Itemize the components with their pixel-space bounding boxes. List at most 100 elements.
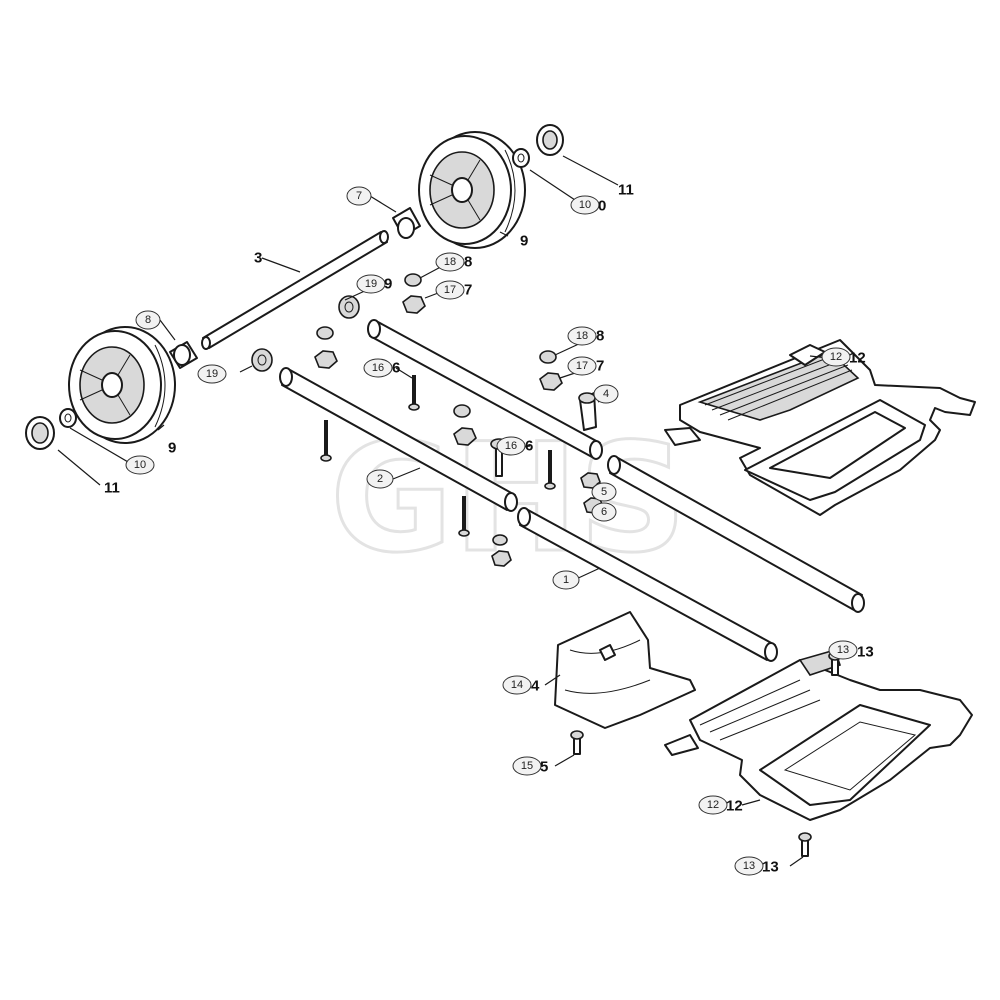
bushing-rear[interactable]: [392, 207, 421, 239]
base-plate[interactable]: [664, 649, 973, 821]
svg-text:0: 0: [598, 198, 606, 215]
tube-1[interactable]: [517, 507, 778, 662]
callout-17-upper[interactable]: 17 7: [435, 280, 472, 300]
callout-3[interactable]: 3: [254, 250, 262, 267]
callout-10-rear[interactable]: 10 0: [570, 195, 606, 215]
spacer-rear[interactable]: [338, 295, 360, 319]
callout-11-rear[interactable]: 11: [618, 182, 634, 199]
svg-text:19: 19: [206, 368, 218, 380]
axle[interactable]: [201, 230, 389, 350]
callout-9-rear[interactable]: 9: [520, 233, 528, 250]
callout-13-lower[interactable]: 13 13: [734, 856, 779, 876]
svg-text:2: 2: [377, 473, 383, 485]
hub-cap-rear[interactable]: [536, 124, 564, 156]
svg-text:8: 8: [145, 314, 151, 326]
svg-text:16: 16: [372, 362, 384, 374]
svg-text:18: 18: [576, 330, 588, 342]
callout-12-lower[interactable]: 12 12: [698, 795, 743, 815]
svg-text:12: 12: [830, 351, 842, 363]
svg-text:12: 12: [707, 799, 719, 811]
svg-text:11: 11: [618, 182, 634, 199]
callout-17-right[interactable]: 17 7: [567, 356, 604, 376]
callout-11-front[interactable]: 11: [104, 480, 120, 497]
callout-4[interactable]: 4: [593, 384, 619, 404]
svg-text:13: 13: [857, 644, 874, 661]
wheel-rear[interactable]: [418, 131, 526, 249]
svg-text:6: 6: [525, 438, 533, 455]
callout-18-right[interactable]: 18 8: [567, 326, 604, 346]
callout-5[interactable]: 5: [591, 482, 617, 502]
nut-right[interactable]: [539, 350, 563, 391]
svg-text:12: 12: [726, 798, 743, 815]
svg-text:5: 5: [601, 486, 607, 498]
callout-18-upper[interactable]: 18 8: [435, 252, 472, 272]
washer-rear[interactable]: [512, 148, 530, 168]
svg-text:11: 11: [104, 480, 120, 497]
tube-upper[interactable]: [367, 319, 603, 460]
svg-text:9: 9: [384, 276, 392, 293]
svg-text:4: 4: [531, 678, 540, 695]
tube-right[interactable]: [607, 455, 865, 613]
svg-text:15: 15: [521, 760, 533, 772]
nut-mid-left[interactable]: [314, 326, 338, 369]
svg-text:1: 1: [563, 574, 569, 586]
svg-text:13: 13: [762, 859, 779, 876]
svg-text:4: 4: [603, 388, 609, 400]
svg-text:19: 19: [365, 278, 377, 290]
nut-center[interactable]: [453, 404, 477, 446]
svg-text:9: 9: [168, 440, 176, 457]
svg-text:6: 6: [392, 360, 400, 377]
wheel-front[interactable]: [68, 326, 176, 444]
screw-15[interactable]: [570, 730, 584, 755]
svg-text:13: 13: [837, 644, 849, 656]
svg-text:13: 13: [743, 860, 755, 872]
leader-lines: [57, 155, 843, 867]
screw-13-bottom[interactable]: [798, 832, 812, 857]
callout-1[interactable]: 1: [552, 570, 580, 590]
callout-12-upper[interactable]: 12 12: [821, 347, 866, 367]
callout-14[interactable]: 14 4: [502, 675, 540, 695]
svg-text:10: 10: [579, 199, 591, 211]
callout-6[interactable]: 6: [591, 502, 617, 522]
svg-text:7: 7: [596, 358, 604, 375]
screw-upper-left[interactable]: [408, 375, 420, 411]
washer-front[interactable]: [59, 408, 77, 428]
callout-10-front[interactable]: 10: [125, 455, 155, 475]
bushing-front[interactable]: [169, 341, 198, 369]
svg-text:16: 16: [505, 440, 517, 452]
svg-text:7: 7: [356, 190, 362, 202]
svg-text:5: 5: [540, 759, 548, 776]
callout-19-upper[interactable]: 19 9: [356, 274, 392, 294]
nut-lower[interactable]: [491, 534, 512, 567]
handle-bracket-upper[interactable]: [664, 339, 976, 516]
callout-2[interactable]: 2: [366, 469, 394, 489]
svg-text:6: 6: [601, 506, 607, 518]
callout-13-upper[interactable]: 13 13: [828, 640, 874, 661]
svg-text:7: 7: [464, 282, 472, 299]
svg-text:10: 10: [134, 459, 146, 471]
svg-text:3: 3: [254, 250, 262, 267]
svg-text:8: 8: [596, 328, 604, 345]
callout-16-upper[interactable]: 16 6: [363, 358, 400, 378]
screw-lower-left[interactable]: [458, 496, 470, 537]
tube-2[interactable]: [279, 367, 518, 512]
hub-cap-front[interactable]: [25, 416, 55, 450]
guard[interactable]: [554, 611, 696, 729]
screw-center[interactable]: [544, 450, 556, 490]
spacer-front[interactable]: [251, 348, 273, 372]
svg-text:18: 18: [444, 256, 456, 268]
callout-15[interactable]: 15 5: [512, 756, 548, 776]
callout-7[interactable]: 7: [346, 186, 372, 206]
pin-4[interactable]: [578, 392, 597, 431]
svg-text:14: 14: [511, 679, 523, 691]
svg-text:9: 9: [520, 233, 528, 250]
screw-left[interactable]: [320, 420, 332, 462]
svg-text:8: 8: [464, 254, 472, 271]
callout-8[interactable]: 8: [135, 310, 161, 330]
nut-upper-left[interactable]: [402, 273, 426, 314]
nut-5[interactable]: [580, 472, 601, 489]
callout-19-left[interactable]: 19: [197, 364, 227, 384]
callout-9-front[interactable]: 9: [168, 440, 176, 457]
callout-16-lower[interactable]: 16 6: [496, 436, 533, 456]
